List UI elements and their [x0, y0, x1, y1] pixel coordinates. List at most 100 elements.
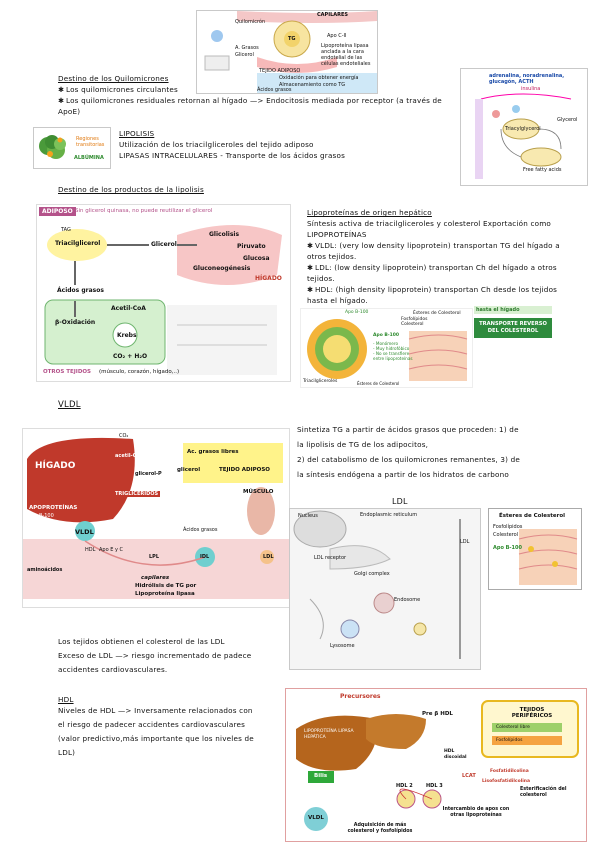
- glicolisis-label: Glicolisis: [209, 231, 240, 238]
- ldl-text-line: Los tejidos obtienen el colesterol de la…: [58, 637, 225, 646]
- hdl-text-line: el riesgo de padecer accidentes cardiova…: [58, 720, 246, 729]
- apo-label: Apo B-100: [493, 545, 522, 551]
- ldl-particle-illustration: [518, 529, 578, 585]
- vldl-label: VLDL: [308, 815, 324, 821]
- b100-label: B-100: [39, 513, 54, 519]
- ldl-particle-figure: Ésteres de Colesterol Fosfolípidos Coles…: [488, 508, 582, 590]
- adiposo-note: Sin glicerol quinasa, no puede reutiliza…: [75, 208, 213, 214]
- vldl-illustration: [23, 429, 289, 607]
- hormone-lipolysis-figure: adrenalina, noradrenalina, glucagón, ACT…: [460, 68, 588, 186]
- glycerol-label: Glycerol: [557, 117, 578, 123]
- ldl-label: LDL: [460, 539, 470, 545]
- lipolysis-products-illustration: [37, 205, 290, 381]
- ldl-text-line: Exceso de LDL —> riesgo incrementado de …: [58, 651, 252, 660]
- bullet-icon: ✱: [307, 263, 314, 272]
- col-label: Colesterol: [401, 322, 424, 327]
- receptor-label: LDL receptor: [314, 555, 347, 561]
- ldl-label: LDL: [263, 554, 274, 560]
- lysosome-label: Lysosome: [330, 643, 355, 649]
- endosome-label: Endosome: [394, 597, 421, 603]
- hdl-figure: Precursores Pre β HDL TEJIDOS PERIFÉRICO…: [285, 688, 587, 842]
- bilis-label: Bilis: [314, 773, 328, 779]
- acidos-grasos-label: Ácidos grasos: [257, 87, 292, 93]
- lipoproteinas-intro: Síntesis activa de triacilgliceroles y c…: [307, 219, 552, 239]
- transporte-label: TRANSPORTE REVERSO DEL COLESTEROL: [474, 318, 552, 338]
- acetil-label: acetil-CoA: [115, 453, 144, 459]
- tg-hormone-label: Triacylglycerol: [505, 126, 541, 132]
- fosfo-label: Fosfolípidos: [401, 317, 428, 322]
- idl-label: IDL: [200, 554, 210, 560]
- lipoproteinas-item-ldl: ✱LDL: (low density lipoprotein) transpor…: [307, 263, 557, 283]
- bullet-icon: ✱: [307, 285, 314, 294]
- productos-title: Destino de los productos de la lipolisis: [58, 185, 204, 194]
- insulin-label: insulina: [521, 86, 541, 92]
- lipoproteinas-item-hdl: ✱HDL: (high density lipoprotein) transpo…: [307, 285, 558, 305]
- otros-detail: (músculo, corazón, hígado,..): [99, 369, 180, 375]
- hdl-title: HDL: [58, 695, 74, 704]
- glucosa-label: Glucosa: [243, 255, 270, 262]
- glicerol-label: Glicerol: [235, 52, 254, 58]
- adiposo-label: ADIPOSO: [39, 207, 76, 216]
- hormone-pathway-illustration: [461, 69, 587, 185]
- glicerol-label: Glicerol: [151, 241, 177, 248]
- co2-label: CO₂ + H₂O: [113, 353, 148, 360]
- apo-note: - Muy hidrofóbico: [373, 346, 410, 351]
- col-label: Colesterol: [493, 532, 519, 538]
- lipolisis-line-1: Utilización de los triacilgliceroles del…: [119, 140, 314, 149]
- lipoprotein-particle-figure: Apo B-100 Ésteres de Colesterol Fosfolíp…: [300, 308, 473, 388]
- vldl-text-line: Sintetiza TG a partir de ácidos grasos q…: [297, 425, 519, 434]
- hidrolisis-label: Hidrólisis de TG por: [135, 583, 197, 589]
- lipolisis-line-2: LIPASAS INTRACELULARES - Transporte de l…: [119, 151, 346, 160]
- higado-label: HÍGADO: [255, 275, 282, 282]
- ester-label: Ésteres de Colesterol: [499, 513, 566, 519]
- lipasa-label: LIPOPROTEÍNA LIPASA HEPÁTICA: [304, 729, 354, 740]
- vldl-text-line: 2) del catabolismo de los quilomicrones …: [297, 455, 520, 464]
- vldl-figure: HÍGADO APOPROTEÍNAS B-100 VLDL HDL Apo E…: [22, 428, 290, 608]
- ester2-label: Ésteres de Colesterol: [357, 381, 400, 386]
- lipoprotein-particle-illustration: [307, 319, 468, 381]
- ldl-endocytosis-figure: Nucleus Endoplasmic reticulum Golgi comp…: [289, 508, 481, 670]
- hdl-text-line: (valor predictivo,más importante que los…: [58, 734, 254, 743]
- chylomicron-illustration: [197, 11, 377, 93]
- chylomicron-figure: CAPILARES Quilomicrón TG Apo C-II Lipopr…: [196, 10, 378, 94]
- oxidacion-label: Oxidación para obtener energía: [279, 75, 359, 81]
- almacen-label: Almacenamiento como TG: [279, 82, 346, 88]
- acidos-label: A. Grasos: [235, 45, 259, 51]
- quilomicrones-item-2: ✱Los quilomicrones residuales retornan a…: [58, 96, 442, 116]
- aminoacidos-label: aminoácidos: [27, 567, 63, 573]
- lipo-label: Lipoproteína lipasa: [135, 591, 195, 597]
- trig-label: TRIGLICÉRIDOS: [113, 491, 161, 497]
- transport-panel: hasta el hígado TRANSPORTE REVERSO DEL C…: [474, 306, 552, 354]
- hdl-illustration: [286, 689, 586, 841]
- inter-label: Intercambio de apos con otras lipoproteí…: [442, 807, 510, 818]
- musculo-label: MÚSCULO: [243, 489, 274, 495]
- lipoproteinas-title: Lipoproteínas de origen hepático: [307, 208, 432, 217]
- vldl-text-line: la lipolisis de TG de los adipocitos,: [297, 440, 429, 449]
- acetil-label: Acetil-CoA: [111, 305, 146, 312]
- fosfo-label: Fosfolípidos: [493, 524, 523, 530]
- triacil-label: Triacilglicerol: [55, 240, 101, 247]
- apo-label: Apo E y C: [99, 547, 124, 553]
- lipolysis-products-figure: ADIPOSO Sin glicerol quinasa, no puede r…: [36, 204, 291, 382]
- albumina-label: ALBÚMINA: [74, 155, 104, 161]
- hdl-text-line: LDL): [58, 748, 76, 757]
- regiones-label: Regiones transitorias: [76, 136, 105, 148]
- bullet-icon: ✱: [58, 85, 65, 94]
- ldl-text: Los tejidos obtienen el colesterol de la…: [58, 636, 294, 675]
- krebs-label: Krebs: [117, 332, 137, 339]
- ester-label: Esterificación del colesterol: [520, 787, 567, 798]
- capilares-label: capilares: [141, 575, 170, 581]
- golgi-label: Golgi complex: [354, 571, 390, 577]
- hdl2-label: HDL 2: [396, 783, 413, 789]
- fosfatidilcolina-label: Fosfatidilcolina: [490, 769, 529, 774]
- bullet-icon: ✱: [58, 96, 65, 105]
- col-libre-label: Colesterol libre: [496, 725, 530, 730]
- ldl-endocytosis-illustration: [290, 509, 480, 669]
- fosfo-label: Fosfolípidos: [496, 738, 523, 743]
- hdl-label: HDL: [85, 547, 96, 553]
- lpl-label: Lipoproteína lipasa anclada a la cara en…: [321, 43, 371, 67]
- apo-label: Apo B-100: [373, 333, 400, 338]
- vldl-text-line: la síntesis endógena a partir de los hid…: [297, 470, 509, 479]
- nucleus-label: Nucleus: [298, 513, 318, 519]
- lpl-label: LPL: [149, 554, 160, 560]
